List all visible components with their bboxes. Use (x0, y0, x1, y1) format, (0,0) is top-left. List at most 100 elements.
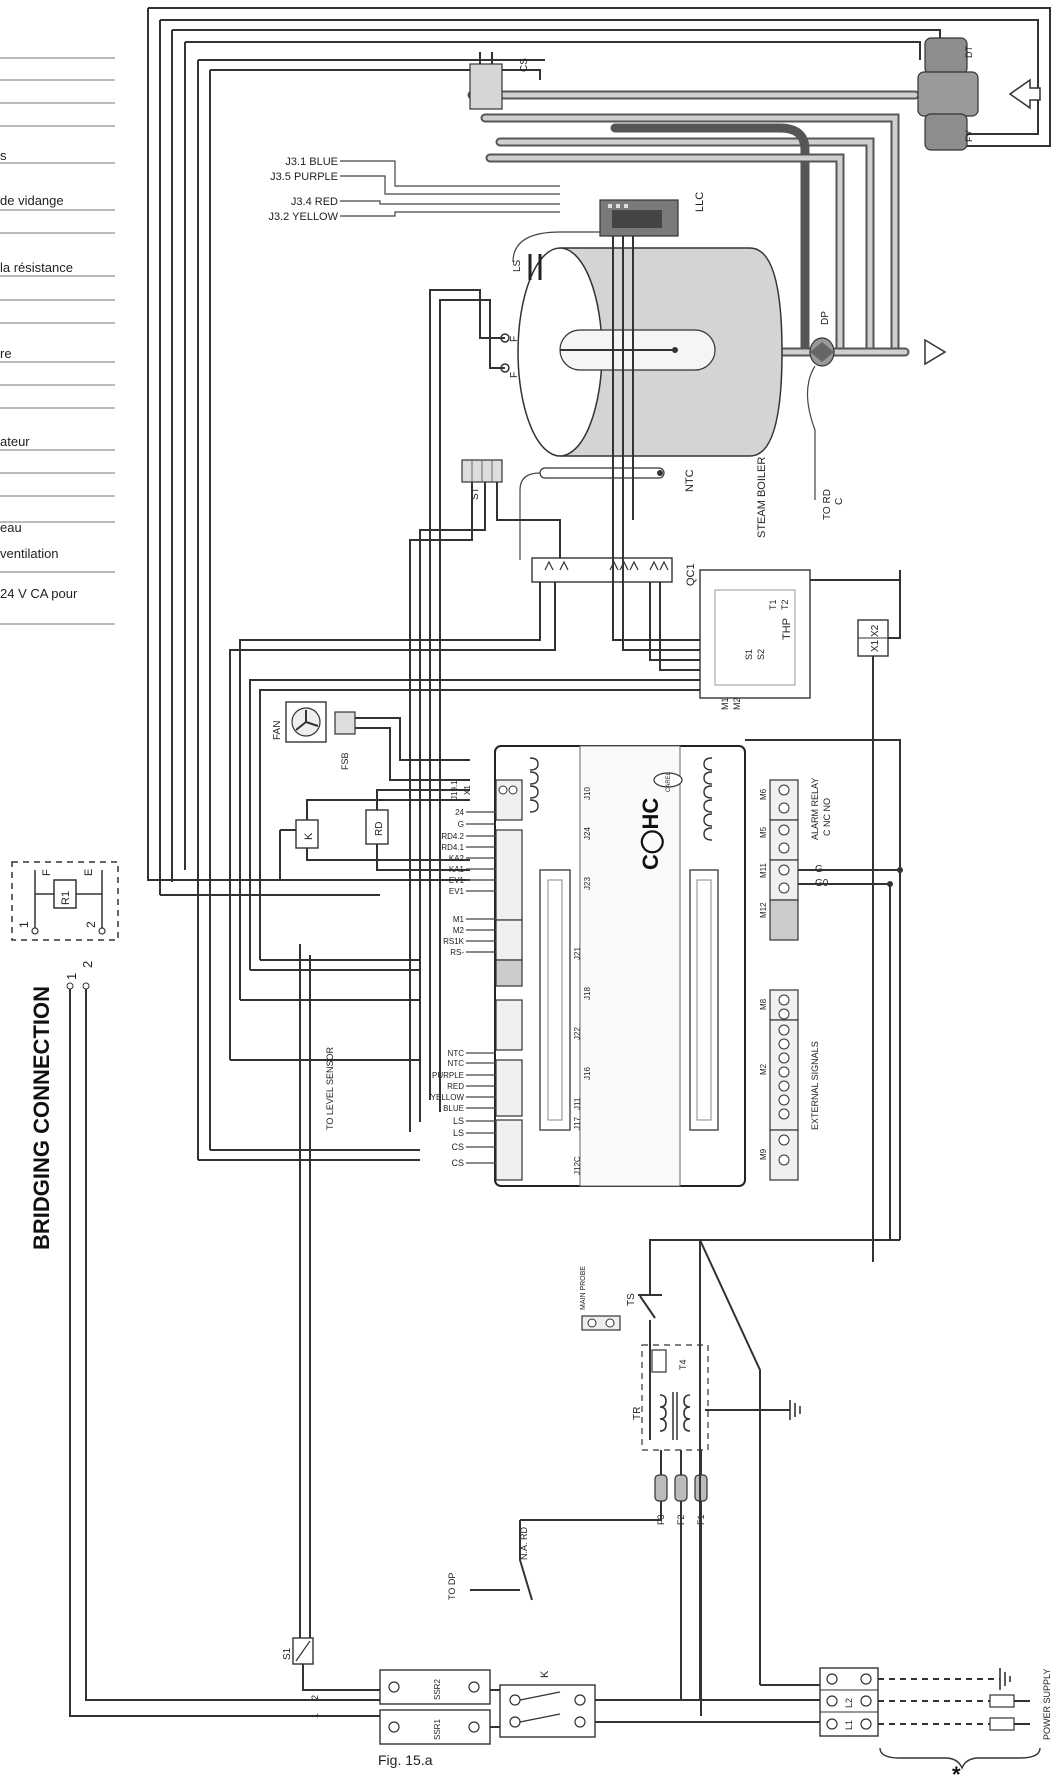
legend-fragment: re (0, 346, 12, 361)
terminal-label: LS (453, 1128, 464, 1138)
connector-label: J23 (583, 877, 592, 890)
thp-terminal: M2 (732, 697, 742, 710)
bridge-pin2: 2 (84, 921, 98, 928)
k-relay-label: K (303, 832, 315, 840)
connector-label: M8 (759, 998, 768, 1010)
l2-label: L2 (844, 1698, 854, 1708)
terminal-label: NTC (448, 1059, 465, 1068)
to-rd-label: TO RD (822, 489, 833, 520)
lower-section: TS MAIN PROBE T4 TR F3 F2 F1 (282, 1239, 1052, 1782)
connector-label: J22 (573, 1027, 582, 1040)
legend-fragment: ateur (0, 434, 30, 449)
connector-label: X1 (463, 785, 472, 795)
thp-module: THP M1 M2 S1 S2 T1 T2 (699, 569, 811, 710)
x1x2-terminal: X1 X2 (857, 570, 901, 1240)
na-rd-label: N.A. RD (519, 1526, 529, 1560)
st-terminal-block: ST (461, 459, 503, 500)
bridging-pin1-text: 1 (64, 973, 79, 980)
terminal-label: CS (451, 1158, 464, 1168)
power-supply-label: POWER SUPPLY (1042, 1669, 1052, 1740)
connector-label: M11 (759, 862, 768, 878)
bridge-pin1: 1 (17, 921, 31, 928)
connector-label: J10 (583, 787, 592, 800)
external-signals-label: EXTERNAL SIGNALS (810, 1041, 820, 1130)
dt-label: DT (964, 46, 974, 58)
ground-icon (999, 1668, 1011, 1690)
boiler-wiring (409, 236, 634, 1132)
terminal-label: LS (453, 1116, 464, 1126)
connector-label: J11 (573, 1097, 582, 1110)
fsb-label: FSB (340, 752, 350, 770)
pipework (467, 90, 947, 366)
terminal-label: EV1 (449, 887, 465, 896)
alarm-relay-label: ALARM RELAY (810, 778, 820, 840)
cs-sensor: CS (469, 52, 530, 110)
f-terminal-label: F (509, 372, 520, 378)
terminal-label: RD4.2 (441, 832, 464, 841)
inlet-arrow-icon (1008, 78, 1041, 110)
ntc-probe: NTC (519, 467, 696, 560)
carel-brand: CAREL (666, 771, 672, 792)
terminal-label: RS1K (443, 937, 465, 946)
llc-label: LLC (694, 192, 706, 212)
jumper-label: J3.1 BLUE (285, 156, 338, 168)
jumper-label: J3.5 PURPLE (270, 171, 338, 183)
connector-label: M9 (759, 1148, 768, 1160)
terminal-label: RED (447, 1082, 464, 1091)
bridge-dashed-box (11, 861, 119, 941)
asterisk: * (952, 1762, 961, 1782)
terminal-label: BLUE (443, 1104, 464, 1113)
main-probe-label: MAIN PROBE (580, 1266, 587, 1310)
ntc-label: NTC (684, 469, 696, 492)
bridge-1-label: 1 (310, 1713, 320, 1718)
ssr1-label: SSR1 (433, 1719, 442, 1740)
legend-fragment: 24 V CA pour (0, 586, 78, 601)
controller-left-terminals: 24 G RD4.2 RD4.1 KA2 KA1 EV1 EV1 M1 M2 R… (147, 570, 496, 1650)
steam-boiler: LS F F STEAM BOILER (500, 231, 783, 538)
thp-wiring (229, 520, 900, 1060)
supply-brace (879, 1747, 1041, 1770)
jumper-labels: J3.1 BLUE J3.5 PURPLE J3.4 RED J3.2 YELL… (269, 156, 560, 223)
legend-fragment: la résistance (0, 260, 73, 275)
drain-pump: DP TO RD C (806, 311, 845, 520)
fuse-f3 (654, 1474, 668, 1502)
left-legend: s de vidange la résistance re ateur eau … (0, 57, 115, 625)
x1x2-label: X1 X2 (870, 624, 881, 652)
thp-terminal: T2 (780, 599, 790, 610)
s1-label: S1 (282, 1647, 293, 1660)
thp-terminal: M1 (720, 697, 730, 710)
outlet-arrow-icon (924, 338, 947, 366)
controller-logo: C◯HC (638, 798, 664, 870)
connector-label: J21 (573, 947, 582, 960)
terminal-label: YELLOW (431, 1093, 465, 1102)
connector-label: J12C (573, 1156, 582, 1175)
connector-label: J18 (583, 987, 592, 1000)
fuse-f2 (674, 1474, 688, 1502)
terminal-label: M1 (453, 915, 465, 924)
jumper-label: J3.4 RED (291, 196, 338, 208)
terminal-label: RD4.1 (441, 843, 464, 852)
terminal-label: PURPLE (432, 1071, 464, 1080)
ground-icon (789, 1400, 801, 1420)
legend-fragment: s (0, 148, 7, 163)
thp-terminal: T1 (768, 599, 778, 610)
rd-label: RD (374, 822, 385, 836)
terminal-label: EV1 (449, 876, 465, 885)
figure-caption: Fig. 15.a (378, 1752, 433, 1768)
bridging-connection: R1 F E 1 2 BRIDGING CONNECTION 1 2 (11, 861, 380, 1717)
controller-board: CAREL C◯HC J19.1 X1 J24 J10 J23 J21 J18 … (450, 739, 903, 1240)
terminal-label: KA1 (449, 865, 465, 874)
fan-label: FAN (272, 721, 283, 740)
terminal-label: 24 (455, 808, 464, 817)
terminal-label: G (458, 820, 464, 829)
connector-label: J24 (583, 827, 592, 840)
terminal-label: NTC (448, 1049, 465, 1058)
ssr2-label: SSR2 (433, 1679, 442, 1700)
bridging-title: BRIDGING CONNECTION (29, 986, 54, 1250)
jumper-label: J3.2 YELLOW (269, 211, 339, 223)
c-label: C (834, 498, 845, 505)
r1-label: R1 (60, 891, 72, 905)
connector-label: M5 (759, 826, 768, 838)
ls-label: LS (512, 259, 523, 272)
